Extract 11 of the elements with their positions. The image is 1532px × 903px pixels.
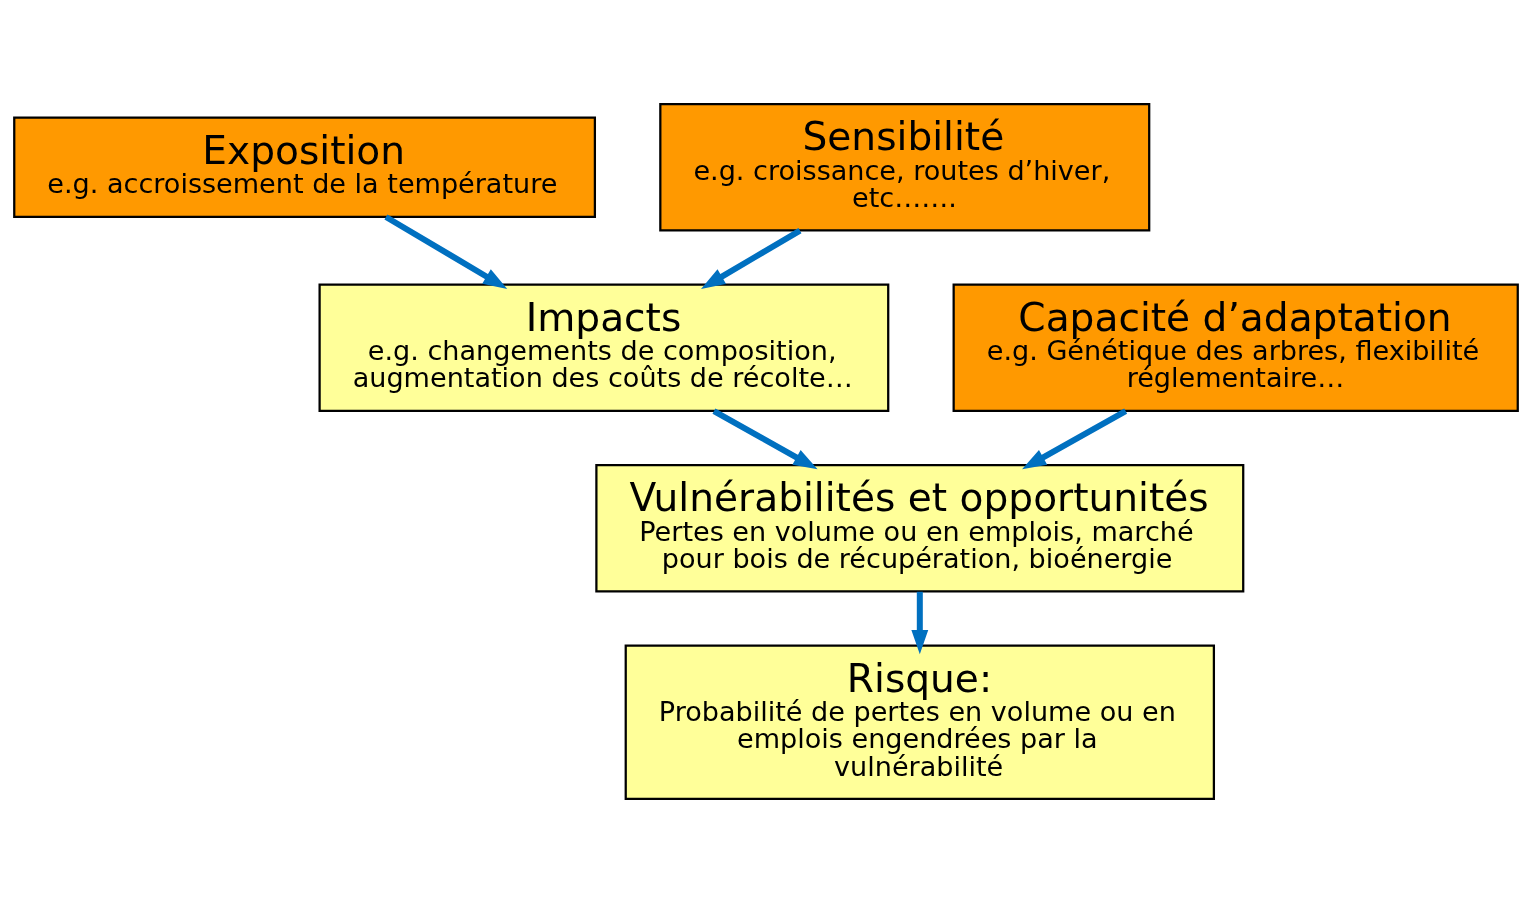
arrow: [701, 227, 802, 289]
node-box: Capacité d’adaptation e.g. Génétique des arbres, flexibilité réglementaire…: [952, 283, 1519, 412]
node-box: Sensibilité e.g. croissance, routes d’hiver, etc…….: [659, 102, 1151, 232]
arrow: [1022, 408, 1128, 470]
node-box: Vulnérabilités et opportunités Pertes en volume ou en emplois, marché pour bois de récupération, bioénergie: [595, 463, 1245, 593]
node-box: Risque: Probabilité de pertes en volume ou en emplois engendrées par la vulnérabilité: [624, 644, 1216, 801]
arrow: [384, 214, 508, 289]
arrow: [712, 408, 818, 470]
node-box: Exposition e.g. accroissement de la température: [13, 116, 596, 218]
node-box: Impacts e.g. changements de composition, augmentation des coûts de récolte…: [318, 283, 890, 412]
arrow: [911, 591, 929, 655]
